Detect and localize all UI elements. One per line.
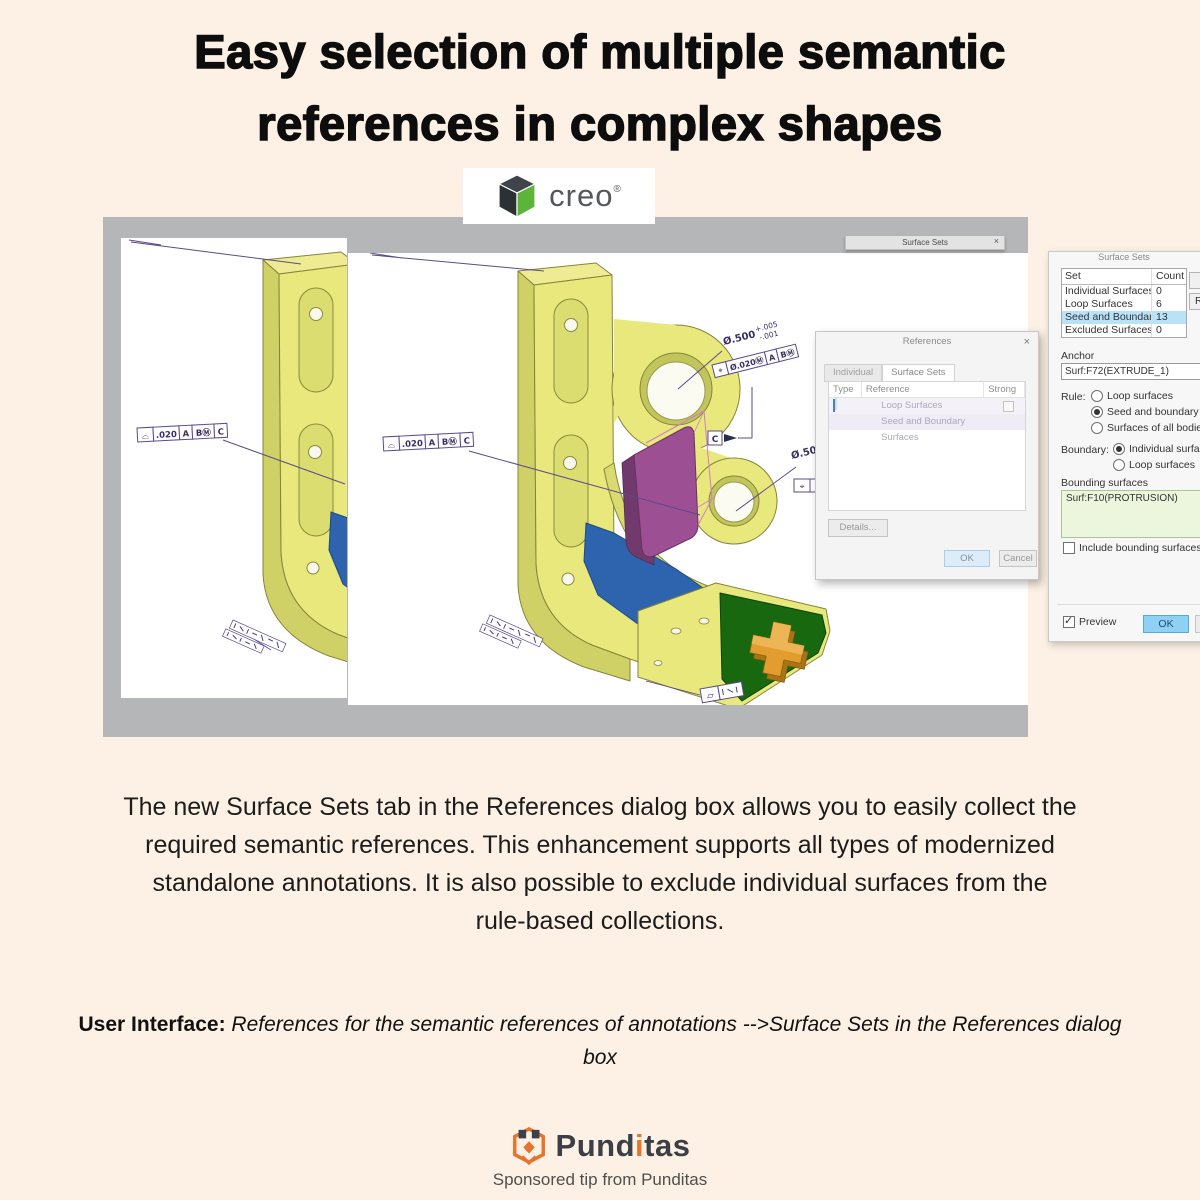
references-dialog-tabs: Individual Surface Sets (824, 364, 955, 382)
datum-leader-line (738, 387, 753, 439)
leader-line (677, 350, 723, 390)
diameter-callout: Ø.500 +.005 -.001 (722, 320, 780, 348)
divider (1057, 604, 1200, 605)
close-icon[interactable]: × (993, 236, 999, 246)
ok-button[interactable]: OK (944, 550, 990, 567)
radio-boundary-loop-surfaces[interactable]: Loop surfaces (1113, 459, 1195, 471)
svg-text:C: C (712, 435, 719, 445)
preview-checkbox[interactable]: Preview (1063, 614, 1116, 628)
leader-line (645, 680, 701, 696)
svg-text:BⓂ: BⓂ (779, 347, 795, 360)
punditas-wordmark: Punditas (555, 1128, 691, 1163)
punditas-logo: Punditas (0, 1126, 1200, 1166)
column-header-count[interactable]: Count (1156, 270, 1185, 282)
screenshot-frame: Surface Sets × Ø.500 +.005 (103, 217, 1028, 737)
flatness-annotation: ▱ (699, 681, 745, 704)
reference-cell: Loop Surfaces (881, 400, 943, 411)
ok-button[interactable]: OK (1143, 615, 1189, 633)
svg-text:▱: ▱ (706, 691, 715, 702)
svg-text:Ø.50: Ø.50 (790, 444, 818, 462)
svg-text:⌖: ⌖ (717, 366, 724, 377)
surface-sets-window-titlebar: Surface Sets × (845, 236, 1005, 250)
punditas-icon (512, 1126, 545, 1166)
panel-side-button[interactable] (1189, 272, 1200, 289)
tab-surface-sets[interactable]: Surface Sets (882, 364, 955, 382)
anchor-field[interactable]: Surf:F72(EXTRUDE_1) (1061, 363, 1200, 380)
radio-surfaces-all-bodies[interactable]: Surfaces of all bodies (1091, 422, 1200, 434)
bounding-surfaces-label: Bounding surfaces (1061, 477, 1148, 489)
creo-registered-mark: ® (613, 184, 621, 195)
radio-icon[interactable] (1113, 443, 1125, 455)
table-row[interactable]: Excluded Surfaces 0 (1062, 324, 1186, 337)
creo-wordmark: creo (549, 178, 614, 213)
surface-sets-table: Set Count Individual Surfaces 0 Loop Sur… (1061, 268, 1187, 338)
leader-line (735, 466, 797, 512)
anchor-label: Anchor (1061, 350, 1095, 362)
cad-canvas-left (128, 239, 347, 698)
svg-text:Ø.500: Ø.500 (722, 328, 757, 348)
references-table-header: Type Reference Strong (829, 382, 1025, 398)
radio-loop-surfaces[interactable]: Loop surfaces (1091, 390, 1173, 402)
column-header-type[interactable]: Type (829, 382, 862, 397)
cad-screenshot-left (121, 238, 347, 698)
surface-sets-panel: Surface Sets Set Count Individual Surfac… (1048, 251, 1200, 642)
table-row[interactable]: Loop Surfaces 6 (1062, 298, 1186, 311)
bounding-surfaces-list[interactable]: Surf:F10(PROTRUSION) (1061, 490, 1200, 538)
creo-cube-icon (497, 174, 537, 219)
radio-individual-surfaces[interactable]: Individual surfaces (1113, 443, 1200, 455)
close-icon[interactable]: × (1023, 336, 1030, 348)
checkbox-icon[interactable] (1063, 542, 1075, 554)
table-row-selected[interactable]: Seed and Boundary Surfaces 13 (1062, 311, 1186, 324)
datum-c-flag: C (707, 430, 737, 446)
checkbox-icon[interactable] (1063, 614, 1075, 628)
cancel-button[interactable]: Cancel (1195, 615, 1200, 633)
column-header-reference[interactable]: Reference (862, 382, 985, 397)
cancel-button[interactable]: Cancel (999, 550, 1037, 567)
strong-checkbox[interactable] (1003, 401, 1015, 412)
table-row[interactable]: Loop Surfaces (829, 398, 1025, 414)
remove-button[interactable]: R (1189, 293, 1200, 310)
radio-seed-and-boundary[interactable]: Seed and boundary surfaces (1091, 406, 1200, 418)
include-bounding-checkbox[interactable]: Include bounding surfaces (1063, 542, 1200, 554)
references-dialog: References × Individual Surface Sets Typ… (815, 331, 1039, 580)
radio-icon[interactable] (1091, 406, 1103, 418)
leader-line (468, 450, 701, 516)
boundary-label: Boundary: (1061, 444, 1109, 456)
leader-line (128, 239, 302, 265)
svg-text:A: A (768, 352, 777, 362)
radio-icon[interactable] (1091, 422, 1103, 434)
surface-sets-window-title: Surface Sets (902, 238, 948, 247)
svg-text:⌖: ⌖ (800, 482, 805, 492)
small-diameter-callout: Ø.50 (790, 444, 818, 462)
details-button[interactable]: Details... (828, 519, 888, 537)
page-title: Easy selection of multiple semantic refe… (193, 24, 1006, 151)
table-row[interactable]: Seed and Boundary Surfaces (829, 414, 1025, 443)
table-row[interactable]: Individual Surfaces 0 (1062, 285, 1186, 298)
sponsored-text: Sponsored tip from Punditas (492, 1170, 708, 1189)
radio-icon[interactable] (1091, 390, 1103, 402)
ui-note: User Interface: References for the seman… (30, 1008, 1170, 1074)
leader-line (222, 439, 346, 485)
references-dialog-title: References (902, 336, 952, 347)
reference-cell: Seed and Boundary Surfaces (881, 416, 966, 443)
column-header-strong[interactable]: Strong (984, 382, 1025, 397)
tab-individual[interactable]: Individual (824, 364, 883, 382)
panel-title: Surface Sets (1098, 252, 1150, 262)
surface-set-icon (833, 399, 835, 412)
radio-icon[interactable] (1113, 459, 1125, 471)
rule-label: Rule: (1061, 391, 1086, 403)
column-header-set[interactable]: Set (1062, 269, 1152, 284)
leader-line (369, 253, 545, 272)
cad-canvas-right: Ø.500 +.005 -.001 ⌖ Ø.020Ⓜ A BⓂ C (369, 253, 831, 705)
ui-note-label: User Interface: (78, 1013, 226, 1036)
ui-note-text: References for the semantic references o… (231, 1013, 1122, 1069)
references-table: Type Reference Strong Loop Surfaces Seed… (828, 381, 1026, 511)
body-paragraph: The new Surface Sets tab in the Referenc… (123, 793, 1077, 935)
creo-logo: creo® (463, 168, 655, 224)
